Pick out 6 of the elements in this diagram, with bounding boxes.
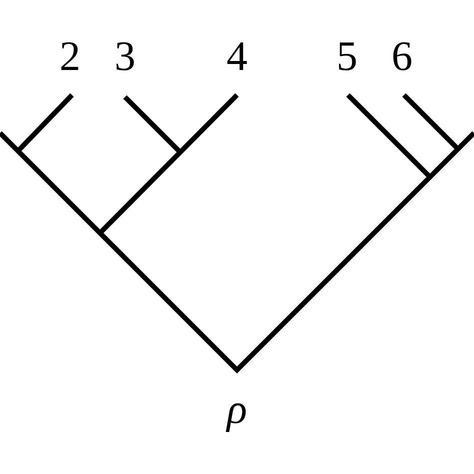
leaf-label: 6 <box>392 36 412 78</box>
leaf-label: ρ <box>226 389 248 431</box>
leaf-label: 4 <box>226 36 248 78</box>
leaf-label: 3 <box>114 36 136 78</box>
leaf-label: 5 <box>336 36 358 78</box>
leaf-label: 2 <box>60 36 80 78</box>
